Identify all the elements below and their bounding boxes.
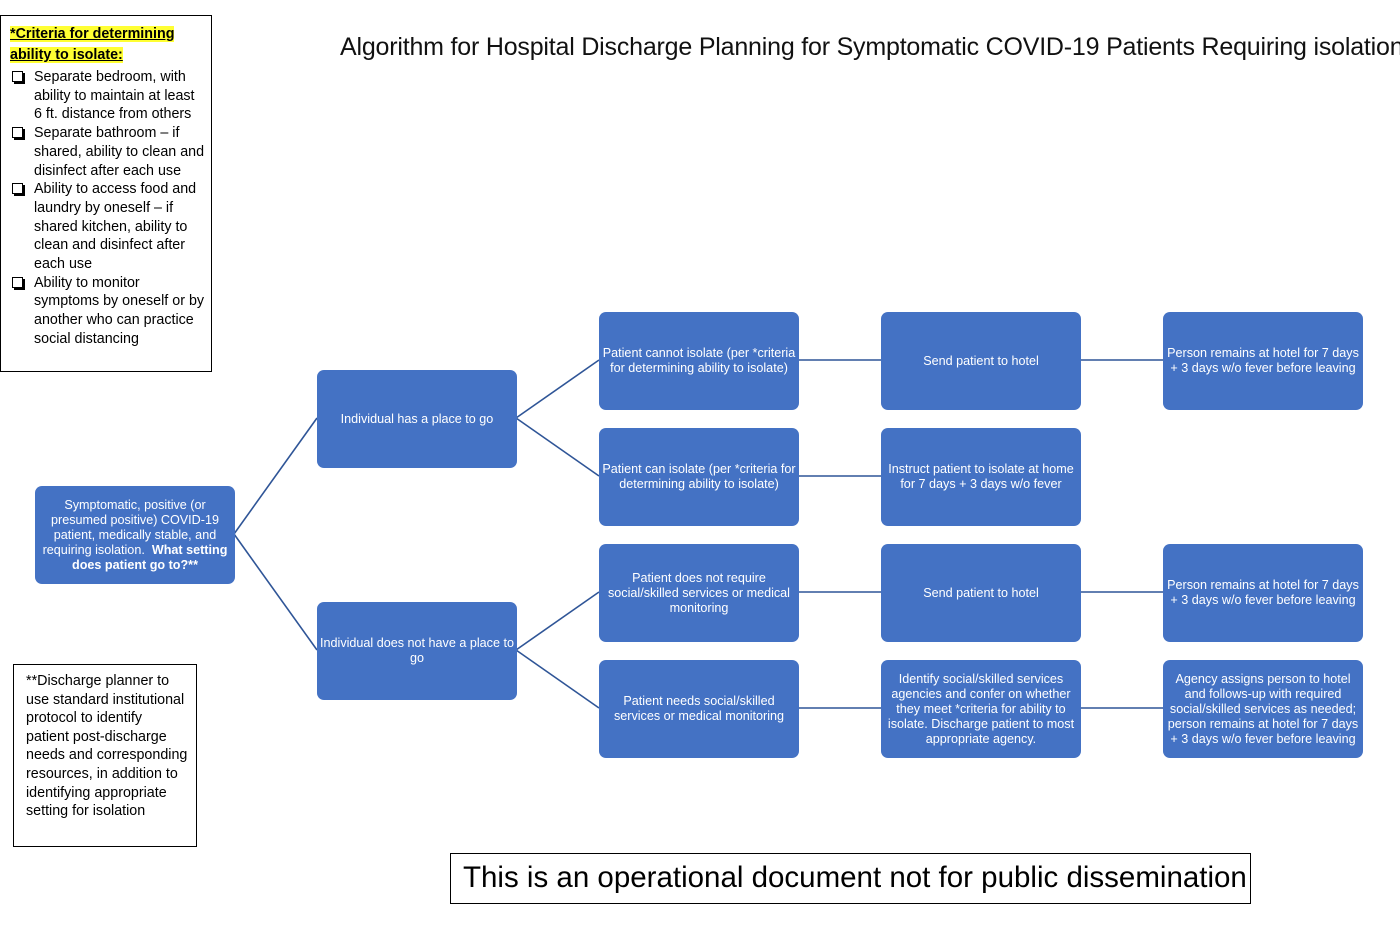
node-identify-agencies-text: Identify social/skilled services agencie… <box>887 671 1075 746</box>
checkbox-icon <box>12 183 23 195</box>
connector-has-place-to-cannot-isolate <box>515 359 600 419</box>
node-identify-agencies: Identify social/skilled services agencie… <box>881 660 1081 758</box>
criteria-item-text: Ability to access food and laundry by on… <box>34 181 197 273</box>
node-cannot-isolate-text: Patient cannot isolate (per *criteria fo… <box>602 346 796 375</box>
connector-start-to-no-place <box>233 533 318 651</box>
criteria-box: *Criteria for determining ability to iso… <box>0 15 212 372</box>
criteria-item: Ability to access food and laundry by on… <box>10 180 205 274</box>
criteria-item: Separate bedroom, with ability to mainta… <box>10 68 205 124</box>
node-send-to-hotel-1: Send patient to hotel <box>881 312 1081 410</box>
node-send-to-hotel-2-text: Send patient to hotel <box>923 585 1039 600</box>
node-isolate-at-home-text: Instruct patient to isolate at home for … <box>888 462 1074 491</box>
node-send-to-hotel-1-text: Send patient to hotel <box>923 353 1039 368</box>
node-start-text: Symptomatic, positive (or presumed posit… <box>42 497 219 557</box>
node-send-to-hotel-2: Send patient to hotel <box>881 544 1081 642</box>
criteria-item: Separate bathroom – if shared, ability t… <box>10 124 205 180</box>
criteria-item-text: Separate bathroom – if shared, ability t… <box>34 125 205 179</box>
criteria-heading: *Criteria for determining ability to iso… <box>10 26 175 63</box>
criteria-item: Ability to monitor symptoms by oneself o… <box>10 274 205 349</box>
criteria-item-text: Ability to monitor symptoms by oneself o… <box>34 274 205 347</box>
node-has-place-text: Individual has a place to go <box>340 411 494 426</box>
criteria-item-text: Separate bedroom, with ability to mainta… <box>34 69 195 123</box>
node-start-question: What setting does patient go to?** <box>72 542 228 572</box>
connector-start-to-has-place <box>233 417 318 535</box>
criteria-list: Separate bedroom, with ability to mainta… <box>10 68 205 349</box>
node-start: Symptomatic, positive (or presumed posit… <box>35 486 235 584</box>
node-can-isolate-text: Patient can isolate (per *criteria for d… <box>602 462 796 491</box>
node-does-not-require-services: Patient does not require social/skilled … <box>599 544 799 642</box>
connector-no-place-to-needs-services <box>515 649 600 709</box>
node-start-content: Symptomatic, positive (or presumed posit… <box>38 498 232 573</box>
node-cannot-isolate: Patient cannot isolate (per *criteria fo… <box>599 312 799 410</box>
node-no-place: Individual does not have a place to go <box>317 602 517 700</box>
page-title: Algorithm for Hospital Discharge Plannin… <box>340 33 1400 61</box>
checkbox-icon <box>12 71 23 82</box>
node-needs-services: Patient needs social/skilled services or… <box>599 660 799 758</box>
node-agency-assigns-text: Agency assigns person to hotel and follo… <box>1167 671 1359 746</box>
connector-has-place-to-can-isolate <box>515 417 600 477</box>
node-no-place-text: Individual does not have a place to go <box>320 636 514 665</box>
node-can-isolate: Patient can isolate (per *criteria for d… <box>599 428 799 526</box>
checkbox-icon <box>12 276 23 288</box>
node-has-place: Individual has a place to go <box>317 370 517 468</box>
disclaimer-box: This is an operational document not for … <box>450 853 1251 904</box>
node-isolate-at-home: Instruct patient to isolate at home for … <box>881 428 1081 526</box>
node-needs-services-text: Patient needs social/skilled services or… <box>613 694 785 723</box>
connector-no-place-to-no-require <box>515 591 600 651</box>
node-does-not-require-services-text: Patient does not require social/skilled … <box>608 570 790 615</box>
node-agency-assigns: Agency assigns person to hotel and follo… <box>1163 660 1363 758</box>
node-remain-at-hotel-2-text: Person remains at hotel for 7 days + 3 d… <box>1167 578 1359 607</box>
node-remain-at-hotel-1-text: Person remains at hotel for 7 days + 3 d… <box>1167 346 1359 375</box>
checkbox-icon <box>12 127 23 139</box>
node-remain-at-hotel-1: Person remains at hotel for 7 days + 3 d… <box>1163 312 1363 410</box>
discharge-planner-note: **Discharge planner to use standard inst… <box>13 664 197 847</box>
node-remain-at-hotel-2: Person remains at hotel for 7 days + 3 d… <box>1163 544 1363 642</box>
